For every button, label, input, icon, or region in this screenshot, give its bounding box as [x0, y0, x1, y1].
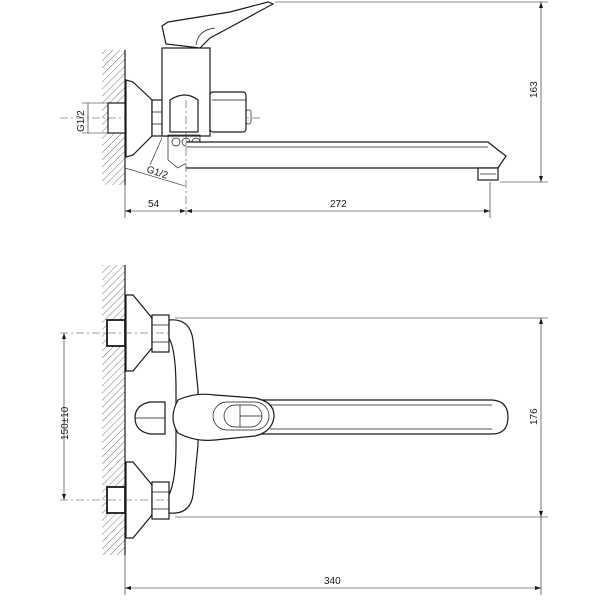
dim-wall-offset: 54 — [148, 199, 160, 210]
nut-lower — [151, 481, 170, 520]
spout — [254, 399, 509, 435]
thread-label-vertical: G1/2 — [76, 110, 87, 132]
diverter-housing — [209, 91, 247, 133]
dim-height: 163 — [529, 81, 540, 98]
side-view: G1/2 G1/2 54 272 163 — [60, 1, 548, 218]
thread-label-angled: G1/2 — [145, 164, 169, 181]
spout — [186, 141, 507, 169]
escutcheon — [125, 79, 153, 158]
dim-total-length: 340 — [324, 576, 341, 587]
dim-width: 176 — [529, 408, 540, 425]
top-view: 150±10 176 340 — [60, 265, 548, 595]
nut-upper — [151, 314, 170, 353]
lever-handle[interactable] — [161, 1, 275, 49]
eccentric-fitting — [169, 94, 199, 133]
dim-spout-reach: 272 — [330, 199, 347, 210]
lever-handle[interactable] — [172, 393, 275, 441]
dim-inlet-spacing: 150±10 — [60, 406, 71, 440]
